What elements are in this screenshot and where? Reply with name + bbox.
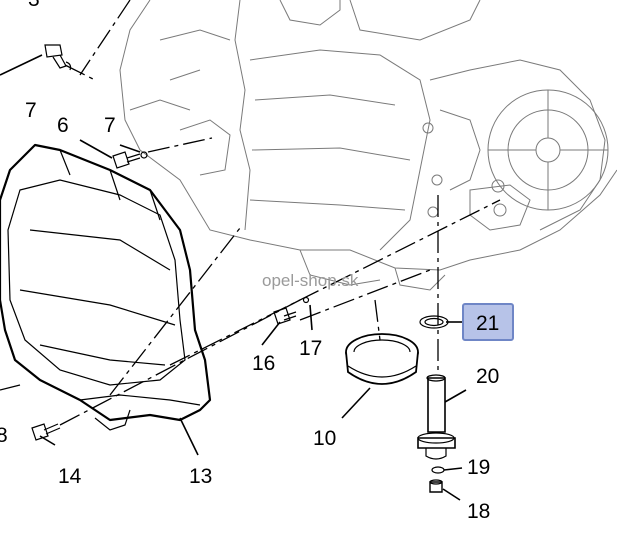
callout-10[interactable]: 10 xyxy=(313,427,336,450)
transmission-housing xyxy=(119,0,617,291)
o-ring-19 xyxy=(431,466,445,474)
filter-cup xyxy=(345,333,419,385)
oil-pan-cover xyxy=(0,143,212,431)
callout-3[interactable]: 3 xyxy=(28,0,40,11)
callout-17[interactable]: 17 xyxy=(299,337,322,360)
callout-8[interactable]: 8 xyxy=(0,424,8,447)
callout-16[interactable]: 16 xyxy=(252,352,275,375)
bolt-3 xyxy=(44,44,72,71)
callout-21[interactable]: 21 xyxy=(476,312,499,335)
suction-pipe-20 xyxy=(417,374,456,460)
leader-lines xyxy=(0,54,467,501)
callout-labels: 3 7 6 7 8 14 13 16 17 10 21 20 19 18 xyxy=(0,0,499,523)
callout-21-highlight xyxy=(462,303,514,341)
snap-ring-21 xyxy=(419,315,449,329)
callout-19[interactable]: 19 xyxy=(467,456,490,479)
callout-7[interactable]: 7 xyxy=(104,114,116,137)
assembly-lines xyxy=(0,0,501,426)
callout-13[interactable]: 13 xyxy=(189,465,212,488)
callout-6[interactable]: 6 xyxy=(57,114,69,137)
callout-14[interactable]: 14 xyxy=(58,465,82,488)
bolt-6 xyxy=(112,151,148,169)
plug-18 xyxy=(429,479,443,493)
callout-20[interactable]: 20 xyxy=(476,365,499,388)
callout-7-top[interactable]: 7 xyxy=(25,99,37,122)
callout-18[interactable]: 18 xyxy=(467,500,490,523)
bolt-14 xyxy=(31,423,61,441)
watermark: opel-shop.sk xyxy=(262,271,359,290)
